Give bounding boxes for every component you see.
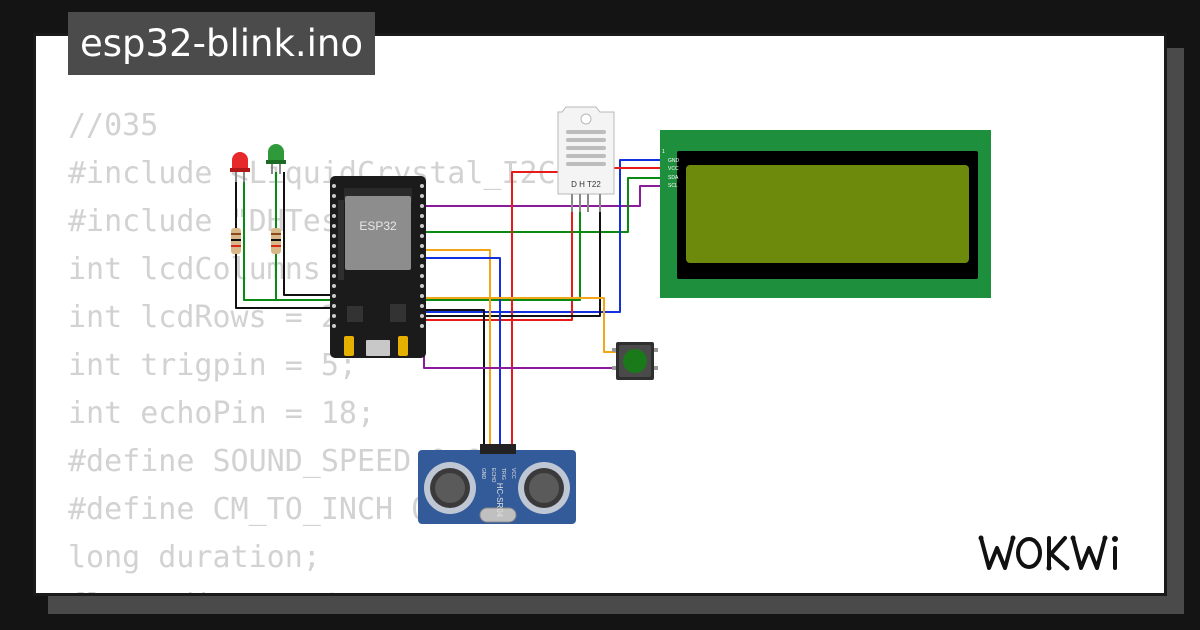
lcd-pin-sda: SDA — [668, 175, 679, 181]
hc-sr04-label: HC-SR04 — [495, 483, 504, 518]
dht22-sensor: D H T22 — [557, 106, 615, 212]
wire-green-led-signal — [275, 172, 330, 301]
code-line: long duration; — [68, 540, 321, 575]
green-led — [266, 144, 286, 174]
code-line: int lcdRows = 2; — [68, 300, 357, 335]
hc-pin-echo: ECHO — [490, 468, 496, 483]
wire-dht-data — [424, 210, 581, 301]
code-line: float distanceCm; — [68, 582, 610, 593]
code-line: //035 — [68, 108, 159, 143]
hc-pin-vcc: VCC — [510, 468, 516, 479]
wire-hc-gnd — [424, 309, 485, 448]
resistor-1 — [231, 228, 241, 254]
red-led — [230, 152, 250, 182]
wire-scl — [424, 185, 662, 207]
wokwi-logo — [978, 535, 1118, 571]
esp32-label: ESP32 — [359, 219, 397, 233]
wire-button — [424, 297, 616, 353]
wire-red-led-signal — [243, 180, 330, 301]
file-title: esp32-blink.ino — [68, 12, 376, 75]
code-preview: //035#include <LiquidCrystal_I2C.h>#incl… — [68, 102, 610, 593]
lcd-pin-gnd: GND — [668, 158, 680, 164]
wire-lcd-gnd — [424, 159, 662, 313]
hc-pin-trig: TRIG — [500, 468, 506, 480]
esp32-board: ESP32 — [330, 176, 426, 358]
wire-sda — [424, 177, 662, 233]
code-line: int trigpin = 5; — [68, 348, 357, 383]
hc-pin-gnd: GND — [480, 468, 486, 480]
wire-trig — [424, 249, 491, 448]
wire-red-led-gnd — [235, 180, 330, 309]
resistor-2 — [271, 228, 281, 254]
dht22-label: D H T22 — [571, 180, 601, 189]
lcd-pin-1: 1 — [662, 149, 665, 155]
lcd-display: 1 GND VCC SDA SCL — [660, 130, 991, 298]
lcd-pin-vcc: VCC — [668, 166, 679, 172]
wire-echo — [424, 257, 501, 448]
wires — [235, 159, 662, 448]
hc-sr04-sensor: HC-SR04 VCC TRIG ECHO GND — [418, 444, 576, 524]
code-line: int echoPin = 18; — [68, 396, 376, 431]
wire-dht-vcc — [424, 210, 573, 321]
wire-button-gnd — [423, 340, 616, 369]
lcd-pin-scl: SCL — [668, 183, 678, 189]
wire-dht-gnd — [424, 210, 601, 317]
code-line: #include <LiquidCrystal_I2C.h> — [68, 156, 610, 191]
push-button — [612, 342, 658, 380]
wire-green-led-gnd — [283, 172, 330, 296]
